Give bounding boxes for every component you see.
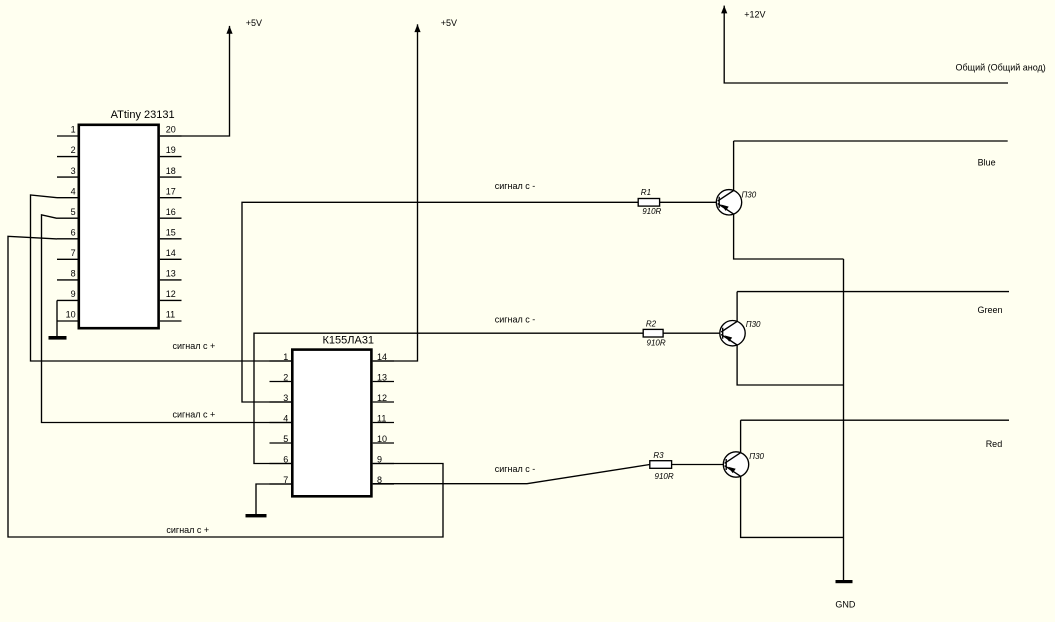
- svg-text:11: 11: [166, 310, 175, 320]
- svg-text:19: 19: [166, 145, 176, 155]
- svg-text:R3: R3: [653, 451, 664, 460]
- svg-text:910R: 910R: [655, 472, 674, 481]
- svg-text:10: 10: [377, 434, 387, 444]
- svg-text:2: 2: [283, 373, 288, 383]
- svg-text:18: 18: [166, 166, 176, 176]
- svg-text:Общий (Общий анод): Общий (Общий анод): [956, 63, 1046, 73]
- svg-text:6: 6: [71, 227, 76, 237]
- svg-text:5: 5: [283, 434, 288, 444]
- svg-text:П30: П30: [746, 320, 761, 329]
- svg-text:7: 7: [71, 248, 76, 258]
- svg-text:4: 4: [283, 414, 288, 424]
- svg-text:910R: 910R: [642, 207, 661, 216]
- svg-text:Red: Red: [986, 439, 1003, 449]
- svg-text:9: 9: [377, 455, 382, 465]
- svg-text:16: 16: [166, 207, 176, 217]
- svg-text:сигнал с +: сигнал с +: [173, 341, 216, 351]
- svg-text:Blue: Blue: [978, 157, 996, 167]
- svg-text:910R: 910R: [647, 339, 666, 348]
- svg-text:1: 1: [283, 352, 288, 362]
- svg-text:14: 14: [166, 248, 176, 258]
- svg-text:8: 8: [71, 269, 76, 279]
- svg-text:Green: Green: [978, 305, 1003, 315]
- svg-text:3: 3: [71, 166, 76, 176]
- svg-text:2: 2: [71, 145, 76, 155]
- svg-text:сигнал с +: сигнал с +: [166, 525, 209, 535]
- svg-text:+12V: +12V: [744, 9, 765, 19]
- svg-text:П30: П30: [749, 452, 764, 461]
- svg-text:ATtiny 23131: ATtiny 23131: [111, 109, 175, 121]
- svg-text:17: 17: [166, 186, 176, 196]
- svg-text:сигнал с +: сигнал с +: [173, 409, 216, 419]
- svg-text:П30: П30: [742, 190, 757, 199]
- svg-text:сигнал с -: сигнал с -: [495, 314, 536, 324]
- svg-text:1: 1: [71, 125, 76, 135]
- svg-text:GND: GND: [835, 600, 856, 610]
- svg-text:9: 9: [71, 289, 76, 299]
- svg-text:13: 13: [377, 373, 387, 383]
- svg-text:11: 11: [377, 414, 386, 424]
- svg-text:8: 8: [377, 475, 382, 485]
- svg-text:+5V: +5V: [246, 18, 262, 28]
- svg-text:15: 15: [166, 227, 176, 237]
- svg-text:14: 14: [377, 352, 387, 362]
- svg-text:+5V: +5V: [441, 18, 457, 28]
- svg-text:12: 12: [166, 289, 176, 299]
- svg-text:12: 12: [377, 393, 387, 403]
- svg-text:20: 20: [166, 125, 176, 135]
- svg-text:сигнал с -: сигнал с -: [495, 181, 536, 191]
- svg-text:10: 10: [66, 310, 76, 320]
- svg-text:6: 6: [283, 455, 288, 465]
- svg-text:7: 7: [283, 475, 288, 485]
- svg-text:R1: R1: [641, 188, 651, 197]
- svg-text:К155ЛА31: К155ЛА31: [323, 334, 375, 346]
- svg-text:13: 13: [166, 269, 176, 279]
- svg-text:4: 4: [71, 186, 76, 196]
- svg-text:5: 5: [71, 207, 76, 217]
- svg-text:сигнал с -: сигнал с -: [495, 464, 536, 474]
- svg-text:R2: R2: [646, 319, 657, 328]
- svg-text:3: 3: [283, 393, 288, 403]
